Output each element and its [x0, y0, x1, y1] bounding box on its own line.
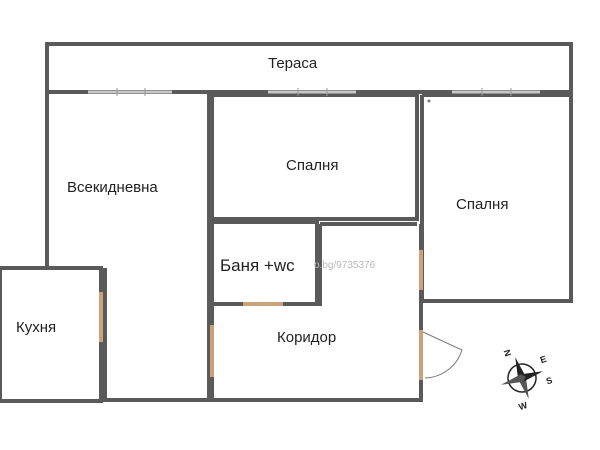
compass-n: N [502, 348, 514, 357]
compass-icon: N E S W [501, 348, 554, 412]
room-label-bedroom1: Спалня [286, 157, 339, 174]
room-label-kitchen: Кухня [16, 319, 57, 336]
room-label-corridor: Коридор [277, 329, 337, 346]
living-room-walls [45, 92, 211, 402]
bedroom1-outline [210, 93, 419, 221]
room-label-terrace: Тераса [268, 55, 318, 72]
room-label-bathroom: Баня +wc [220, 256, 295, 275]
compass-s: S [545, 375, 554, 386]
entrance-door-swing [422, 331, 463, 379]
room-label-bedroom2: Спалня [456, 196, 509, 213]
room-label-living: Всекидневна [67, 179, 158, 196]
compass-e: E [539, 354, 548, 365]
compass-w: W [517, 400, 529, 412]
watermark: o.bg/9735376 [314, 260, 376, 271]
